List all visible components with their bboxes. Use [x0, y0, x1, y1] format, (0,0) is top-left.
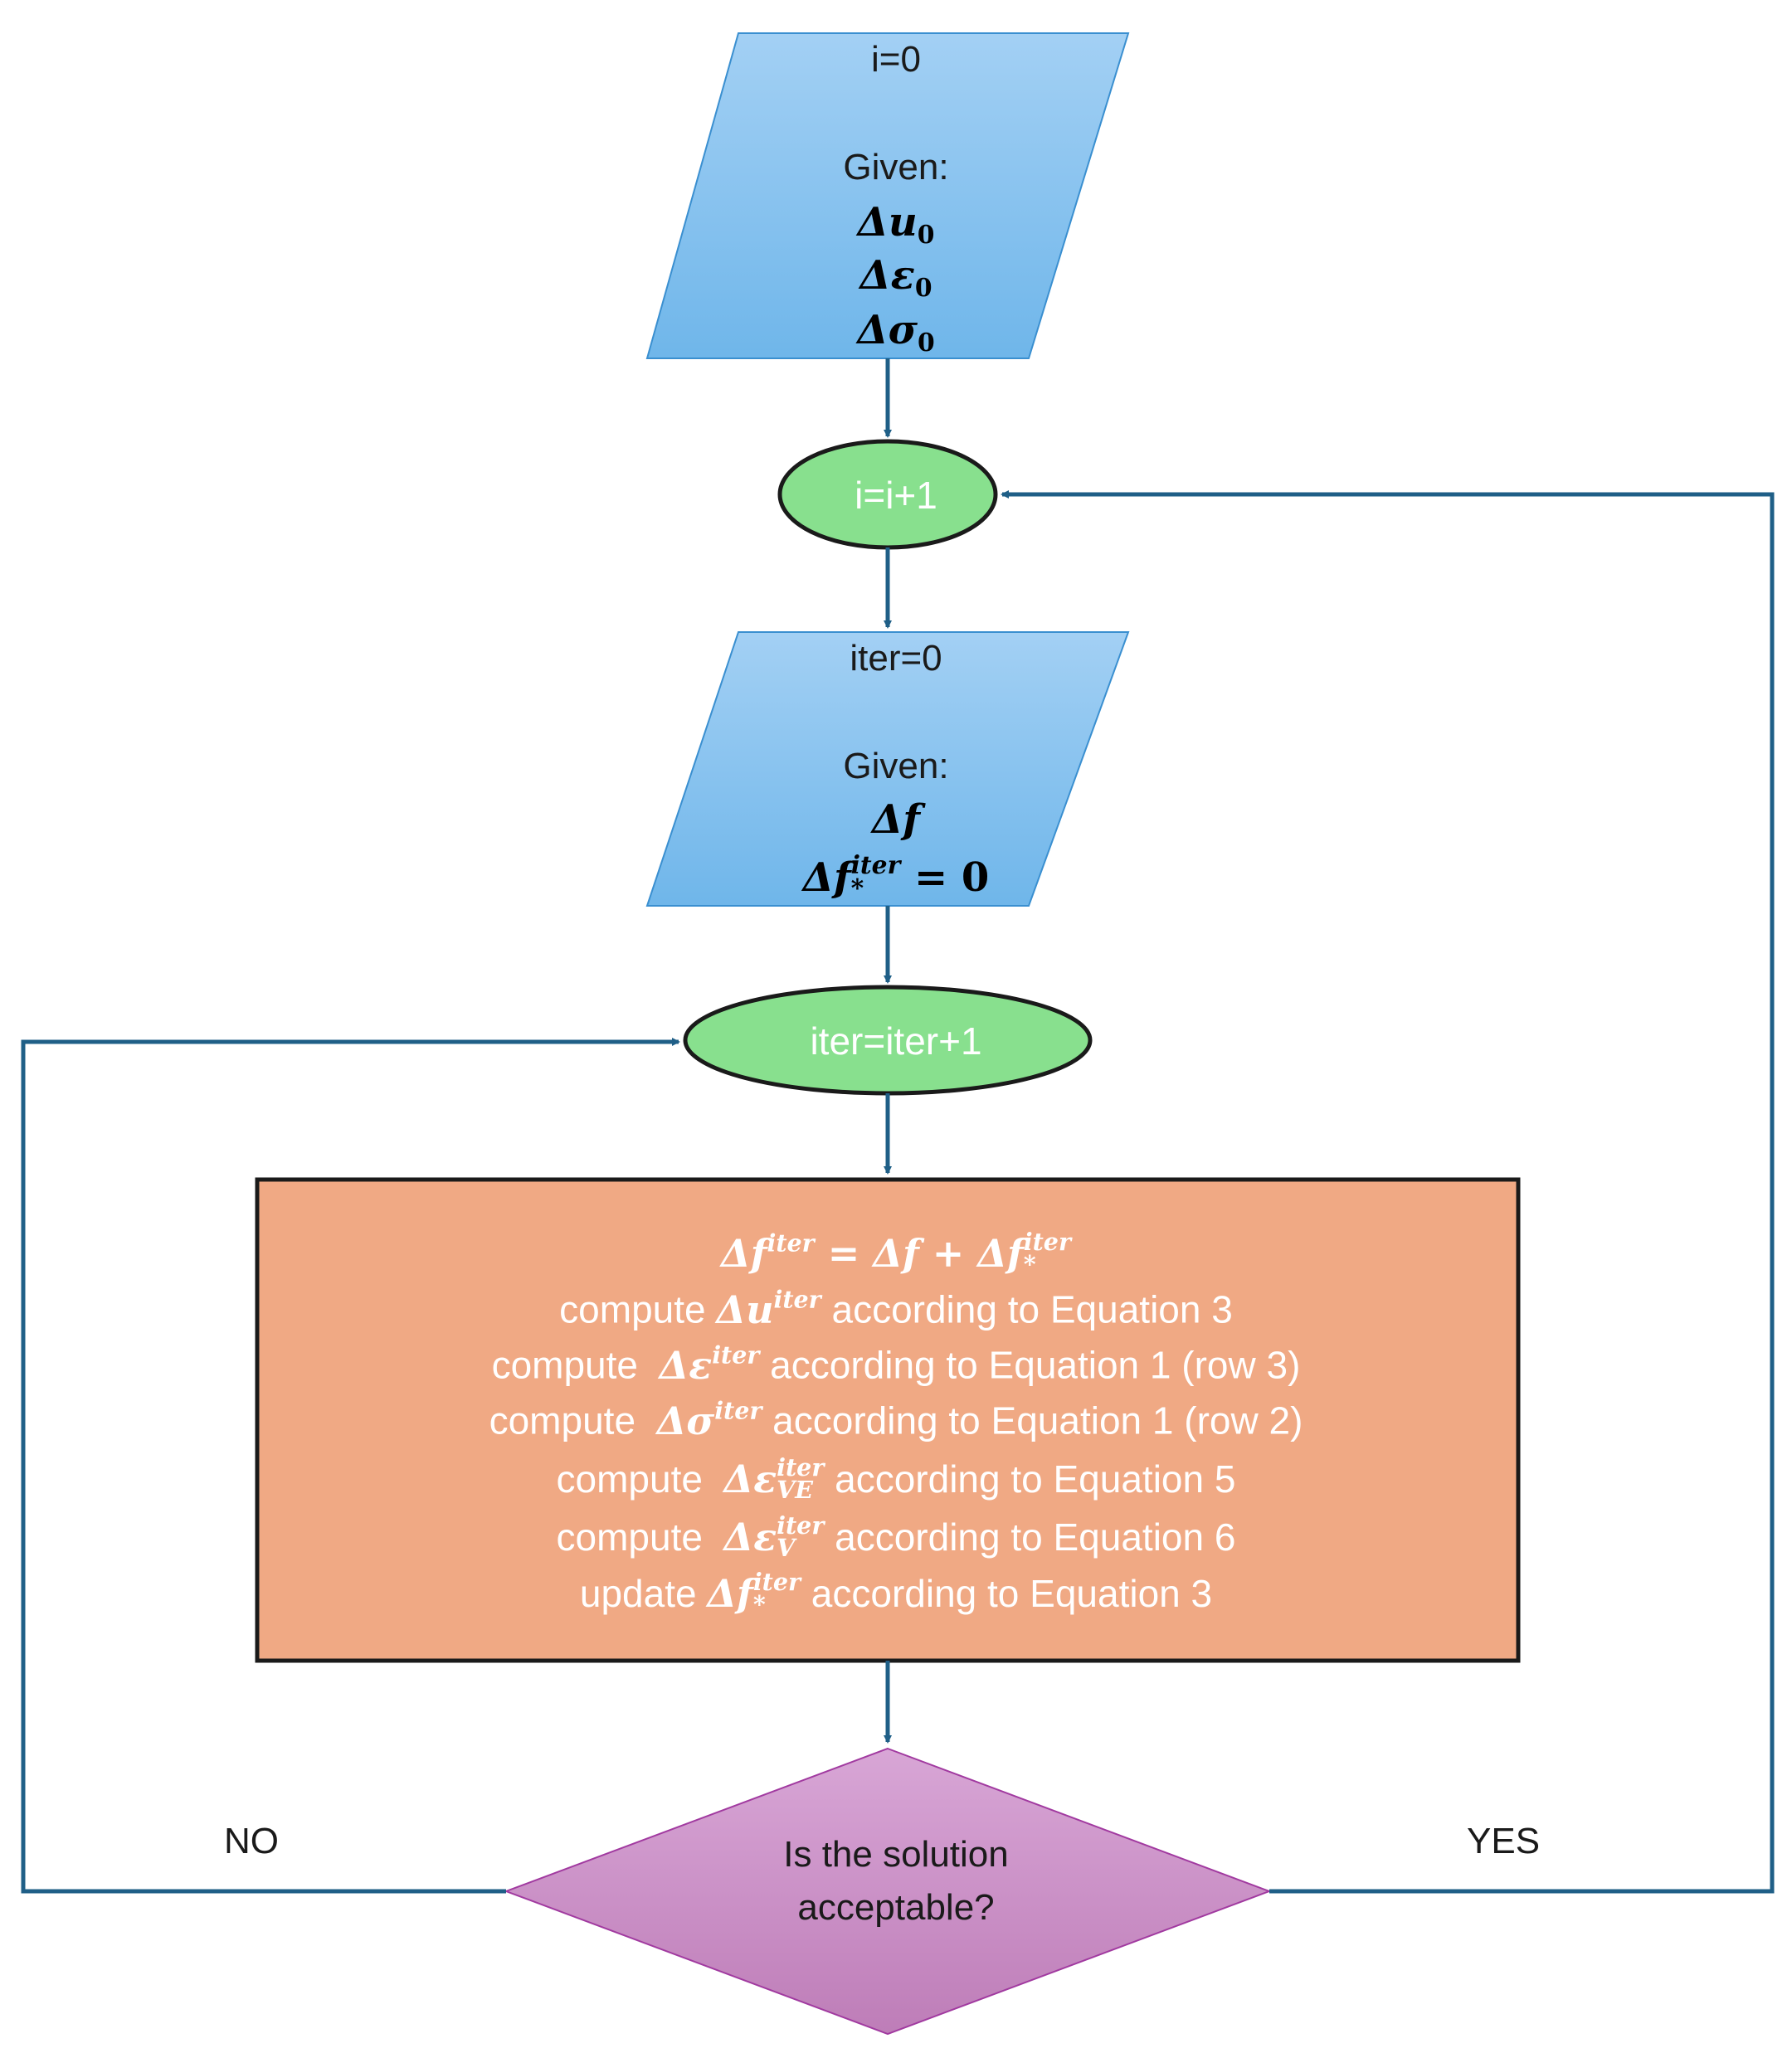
input2-var-df: Δf: [872, 796, 920, 843]
loop-iter-label: iter=iter+1: [810, 1019, 982, 1063]
connector-yes-loop-back: [1001, 490, 1775, 1894]
process-line-3: compute Δεiter according to Equation 1 (…: [491, 1340, 1301, 1388]
process-line-2: compute Δuiter according to Equation 3: [559, 1285, 1233, 1332]
input1-init-label: i=0: [871, 39, 921, 80]
input2-given-label: Given:: [843, 746, 949, 786]
loop-i-label: i=i+1: [855, 474, 937, 517]
edge-label-yes: YES: [1467, 1821, 1541, 1861]
connector-no-loop-back: [21, 1038, 680, 1894]
decision-question-line-2: acceptable?: [797, 1887, 995, 1928]
input-parallelogram-initial: [645, 32, 1130, 359]
input1-given-label: Given:: [843, 147, 949, 187]
input1-var-dsigma: Δσ0: [857, 307, 935, 358]
input-parallelogram-iter: [645, 631, 1130, 907]
edge-label-no: NO: [224, 1821, 279, 1861]
process-line-4: compute Δσiter according to Equation 1 (…: [489, 1396, 1303, 1443]
input1-var-du: Δu0: [857, 199, 935, 250]
decision-question-line-1: Is the solution: [783, 1834, 1009, 1875]
input1-var-deps: Δε0: [859, 252, 933, 303]
input2-init-label: iter=0: [850, 638, 942, 679]
process-box: [255, 1177, 1521, 1663]
decision-diamond: [504, 1747, 1272, 2036]
